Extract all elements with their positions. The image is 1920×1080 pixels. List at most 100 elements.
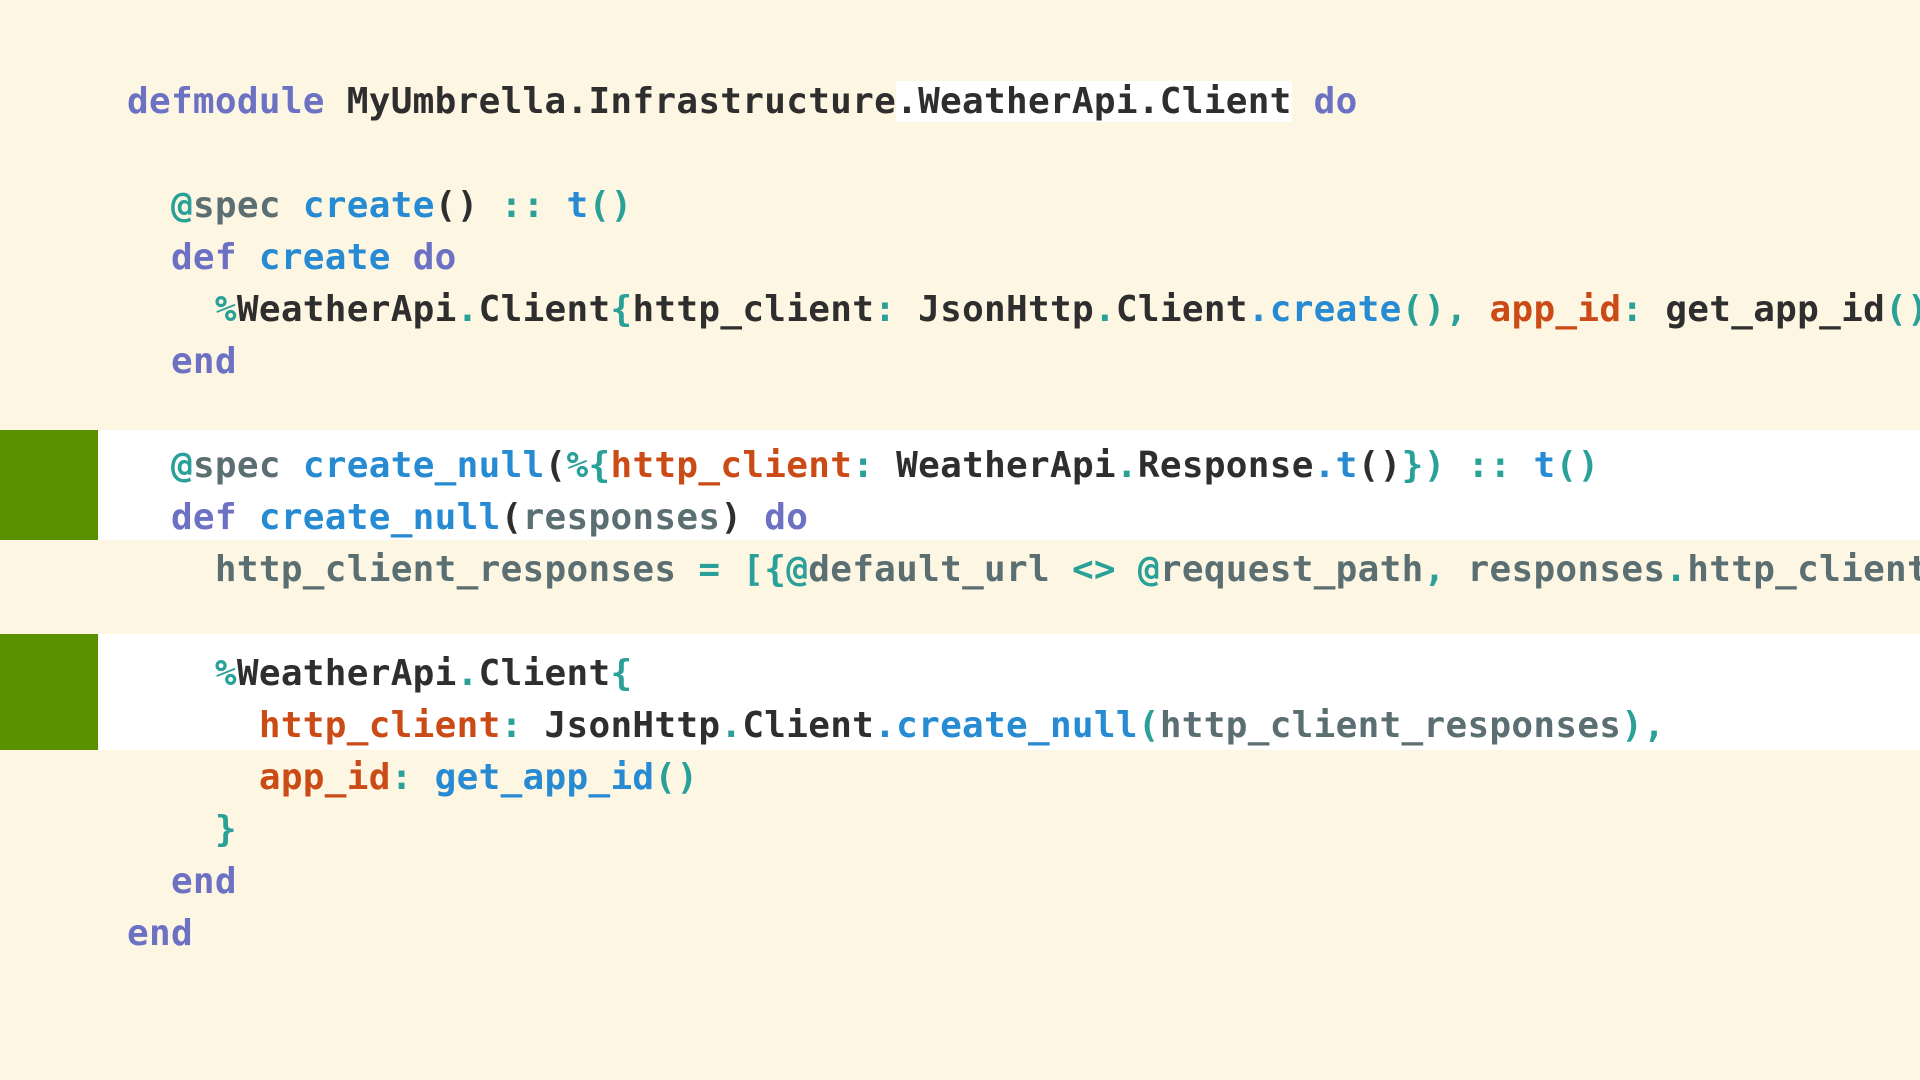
code-token: <> [1071, 549, 1116, 590]
code-token: t [1533, 445, 1556, 486]
code-token: :: [500, 185, 545, 226]
gutter-change-marker [0, 634, 98, 750]
code-token: WeatherApi [236, 653, 457, 694]
code-token [1116, 549, 1138, 590]
code-token: create [302, 185, 435, 226]
code-token: ( [544, 445, 567, 486]
code-token: responses [522, 497, 721, 538]
code-line[interactable]: http_client: JsonHttp.Client.create_null… [127, 700, 1665, 752]
code-token [1292, 81, 1314, 122]
code-token: @ [170, 185, 193, 226]
code-token: t [566, 185, 589, 226]
code-token [413, 757, 435, 798]
code-token: : [874, 289, 897, 330]
code-token [237, 497, 259, 538]
code-token: app_id [258, 757, 391, 798]
code-token [1446, 549, 1468, 590]
code-token: .create [1247, 289, 1402, 330]
code-line[interactable]: end [127, 908, 193, 960]
code-token: end [170, 341, 237, 382]
code-token: WeatherApi [896, 445, 1116, 486]
code-token: JsonHttp [918, 289, 1094, 330]
code-token: Response [1137, 445, 1314, 486]
code-token: (), [1401, 289, 1468, 330]
code-token: do [764, 497, 809, 538]
code-token: } [214, 809, 237, 850]
code-token: WeatherApi [236, 289, 457, 330]
code-token [1643, 289, 1665, 330]
code-token [896, 289, 918, 330]
code-token: spec [192, 185, 281, 226]
code-token: () [1555, 445, 1600, 486]
code-token: do [412, 237, 457, 278]
code-token: JsonHttp [544, 705, 721, 746]
code-token: ( [1137, 705, 1160, 746]
code-token: :: [1467, 445, 1512, 486]
code-token: , [1423, 549, 1446, 590]
code-token [237, 237, 259, 278]
code-token: . [1115, 445, 1138, 486]
code-token: def [170, 237, 237, 278]
code-token: . [720, 705, 743, 746]
code-token: ( [500, 497, 523, 538]
code-token [281, 445, 303, 486]
code-line[interactable]: @spec create_null(%{http_client: Weather… [127, 440, 1599, 492]
code-token: % [214, 289, 237, 330]
code-line[interactable]: def create do [127, 232, 457, 284]
code-token: [{ [742, 549, 787, 590]
code-line[interactable]: %WeatherApi.Client{ [127, 648, 632, 700]
code-token: ()} [1885, 289, 1920, 330]
code-line[interactable]: http_client_responses = [{@default_url <… [127, 544, 1920, 596]
code-token: Client [742, 705, 875, 746]
code-token: Client [478, 289, 611, 330]
code-line[interactable]: end [127, 336, 237, 388]
code-line[interactable]: } [127, 804, 237, 856]
code-token [1050, 549, 1072, 590]
code-line[interactable]: def create_null(responses) do [127, 492, 808, 544]
code-token [127, 757, 259, 798]
code-token: % [214, 653, 237, 694]
code-token: %{ [566, 445, 611, 486]
code-token [127, 549, 215, 590]
code-token [742, 497, 764, 538]
code-token: create_null [302, 445, 545, 486]
code-token [1512, 445, 1534, 486]
code-token [676, 549, 698, 590]
code-token: default_url [808, 549, 1050, 590]
code-token [127, 497, 171, 538]
code-token: .t [1313, 445, 1358, 486]
code-token: http_client [258, 705, 501, 746]
code-line[interactable]: @spec create() :: t() [127, 180, 632, 232]
code-token: create_null [258, 497, 501, 538]
code-line[interactable]: defmodule MyUmbrella.Infrastructure.Weat… [127, 76, 1358, 128]
code-token: . [456, 289, 479, 330]
code-token: spec [192, 445, 281, 486]
code-token: : [852, 445, 875, 486]
code-line[interactable]: end [127, 856, 237, 908]
gutter-change-marker [0, 430, 98, 540]
code-token: responses [1467, 549, 1666, 590]
code-token: end [127, 913, 193, 954]
code-token: .create_null [874, 705, 1138, 746]
code-line[interactable]: app_id: get_app_id() [127, 752, 698, 804]
code-token: : [500, 705, 523, 746]
code-token: MyUmbrella.Infrastructure [346, 81, 897, 122]
code-line[interactable]: %WeatherApi.Client{http_client: JsonHttp… [127, 284, 1920, 336]
selected-text: .WeatherApi.Client [896, 81, 1292, 122]
code-token: () [1357, 445, 1402, 486]
code-token: ), [1621, 705, 1666, 746]
code-token: . [1093, 289, 1116, 330]
code-token [479, 185, 501, 226]
code-token [523, 705, 545, 746]
code-token: http_client [1687, 549, 1920, 590]
code-token [720, 549, 742, 590]
code-token [127, 445, 171, 486]
code-token [127, 705, 259, 746]
code-token: () [434, 185, 479, 226]
code-token [1446, 445, 1468, 486]
highlight-band-struct [0, 634, 1920, 750]
code-token: Client [1115, 289, 1248, 330]
code-token: end [170, 861, 237, 902]
code-token: { [610, 289, 633, 330]
